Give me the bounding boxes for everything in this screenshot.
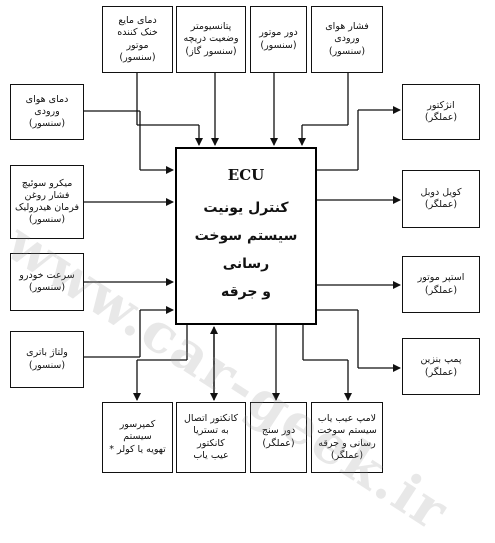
stepper-motor-actuator-box: استپر موتور (عملگر) [402, 256, 480, 313]
ecu-block-diagram: ECU کنترل یونیت سیستم سوخت رسانی و جرقه … [0, 6, 480, 543]
diagnostic-connector-box: کانکتور اتصال به تستریا کانکتور عیب یاب [176, 402, 246, 473]
injector-actuator-box: انژکتور (عملگر) [402, 84, 480, 140]
coolant-temp-sensor-label: دمای مایع خنک کننده موتور (سنسور) [117, 15, 158, 63]
intake-pressure-sensor-box: فشار هوای ورودی (سنسور) [311, 6, 383, 73]
ac-compressor-label: کمپرسور سیستم تهویه یا کولر * [109, 419, 166, 455]
intake-air-temp-sensor-label: دمای هوای ورودی (سنسور) [25, 93, 69, 130]
injector-actuator-label: انژکتور (عملگر) [424, 99, 458, 123]
battery-voltage-sensor-box: ولتاژ باتری (سنسور) [10, 331, 84, 388]
dual-coil-actuator-label: کویل دوبل (عملگر) [420, 186, 462, 210]
vehicle-speed-sensor-box: سرعت خودرو (سنسور) [10, 253, 84, 311]
fuel-pump-actuator-label: پمپ بنزین (عملگر) [420, 354, 462, 378]
diagnostic-connector-label: کانکتور اتصال به تستریا کانکتور عیب یاب [183, 413, 238, 461]
tachometer-actuator-label: دور سنج (عملگر) [261, 425, 296, 449]
throttle-position-sensor-label: پتانسیومتر وضعیت دریچه (سنسور گاز) [183, 21, 239, 57]
vehicle-speed-sensor-label: سرعت خودرو (سنسور) [19, 269, 75, 293]
battery-voltage-sensor-label: ولتاژ باتری (سنسور) [26, 347, 68, 371]
check-lamp-actuator-box: لامپ عیب یاب سیستم سوخت رسانی و جرقه (عم… [311, 402, 383, 473]
ecu-description: کنترل یونیت سیستم سوخت رسانی و جرقه [194, 200, 298, 300]
intake-pressure-sensor-label: فشار هوای ورودی (سنسور) [325, 21, 369, 57]
ac-compressor-box: کمپرسور سیستم تهویه یا کولر * [102, 402, 173, 473]
dual-coil-actuator-box: کویل دوبل (عملگر) [402, 170, 480, 228]
connection-arrows [84, 73, 401, 401]
fuel-pump-actuator-box: پمپ بنزین (عملگر) [402, 338, 480, 395]
ecu-title: ECU [227, 166, 265, 184]
engine-speed-sensor-box: دور موتور (سنسور) [250, 6, 307, 73]
tachometer-actuator-box: دور سنج (عملگر) [250, 402, 307, 473]
check-lamp-actuator-label: لامپ عیب یاب سیستم سوخت رسانی و جرقه (عم… [317, 413, 377, 461]
intake-air-temp-sensor-box: دمای هوای ورودی (سنسور) [10, 84, 84, 140]
coolant-temp-sensor-box: دمای مایع خنک کننده موتور (سنسور) [102, 6, 173, 73]
throttle-position-sensor-box: پتانسیومتر وضعیت دریچه (سنسور گاز) [176, 6, 246, 73]
ecu-control-unit: ECU کنترل یونیت سیستم سوخت رسانی و جرقه [175, 147, 317, 325]
power-steering-switch-box: میکرو سوئیچ فشار روغن فرمان هیدرولیک (سن… [10, 165, 84, 239]
power-steering-switch-label: میکرو سوئیچ فشار روغن فرمان هیدرولیک (سن… [14, 177, 80, 226]
engine-speed-sensor-label: دور موتور (سنسور) [259, 27, 298, 51]
stepper-motor-actuator-label: استپر موتور (عملگر) [417, 272, 465, 296]
